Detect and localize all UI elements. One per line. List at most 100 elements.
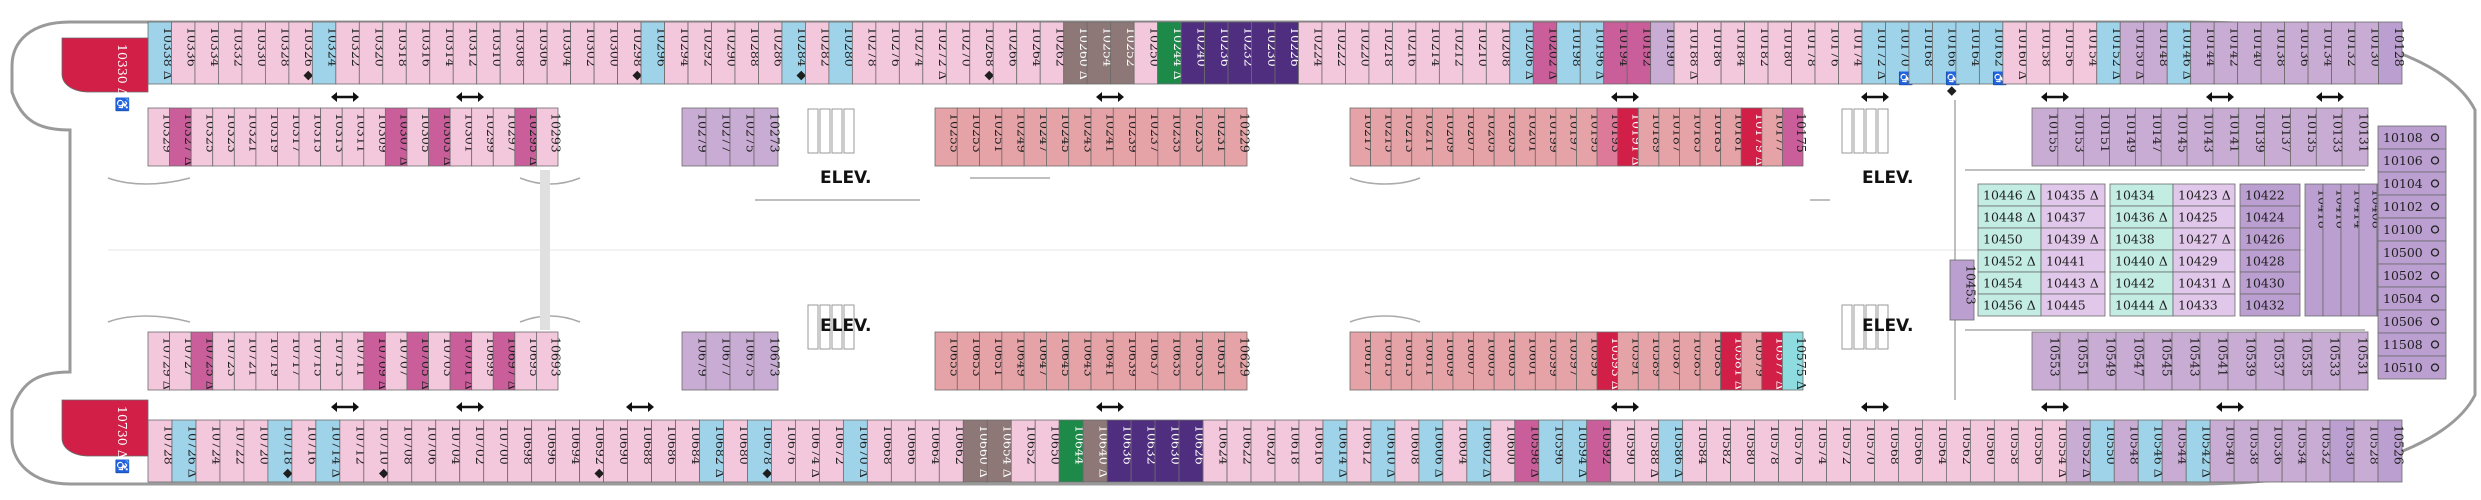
cabin-10149[interactable]: 10149 bbox=[2109, 107, 2139, 167]
cabin-10500[interactable]: 10500 bbox=[2377, 240, 2447, 265]
cabin-10427-number: 10427 Δ bbox=[2178, 232, 2231, 247]
cabin-10330-number: 10330 Δ♿ bbox=[115, 44, 130, 112]
cabin-10155[interactable]: 10155 bbox=[2031, 107, 2061, 167]
cabin-10547[interactable]: 10547 bbox=[2115, 331, 2147, 391]
cabin-10693[interactable]: 10693 bbox=[536, 331, 564, 391]
cabin-10446[interactable]: 10446 Δ bbox=[1977, 183, 2042, 207]
cabin-10429[interactable]: 10429 bbox=[2172, 249, 2236, 273]
cabin-10102[interactable]: 10102 bbox=[2377, 194, 2447, 219]
cabin-10147[interactable]: 10147 bbox=[2134, 107, 2165, 167]
cabin-10131[interactable]: 10131 bbox=[2341, 107, 2372, 167]
cabin-10432[interactable]: 10432 bbox=[2239, 293, 2301, 317]
cabin-10306[interactable]: 10306 bbox=[523, 21, 552, 85]
cabin-10108[interactable]: 10108 bbox=[2377, 125, 2447, 150]
cabin-10427[interactable]: 10427 Δ bbox=[2172, 227, 2236, 251]
cabin-10445-box bbox=[2040, 293, 2106, 317]
cabin-10531[interactable]: 10531 bbox=[2339, 331, 2371, 391]
cabin-10133[interactable]: 10133 bbox=[2315, 107, 2346, 167]
cabin-10434[interactable]: 10434 bbox=[2109, 183, 2174, 207]
cabin-10279[interactable]: 10279 bbox=[681, 107, 711, 167]
cabin-10329[interactable]: 10329 bbox=[147, 107, 175, 167]
cabin-10325[interactable]: 10325 bbox=[190, 107, 218, 167]
cabin-10543[interactable]: 10543 bbox=[2171, 331, 2203, 391]
cabin-10551[interactable]: 10551 bbox=[2059, 331, 2091, 391]
cabin-10535[interactable]: 10535 bbox=[2283, 331, 2315, 391]
cabin-11508[interactable]: 11508 bbox=[2377, 332, 2447, 357]
cabin-10448[interactable]: 10448 Δ bbox=[1977, 205, 2042, 229]
cabin-10435[interactable]: 10435 Δ bbox=[2040, 183, 2106, 207]
cabin-10145[interactable]: 10145 bbox=[2160, 107, 2191, 167]
elevator-bank-3 bbox=[1841, 304, 1889, 350]
cabin-10730[interactable]: 10730 Δ♿ bbox=[61, 399, 149, 474]
cabin-10430-number: 10430 bbox=[2245, 276, 2285, 291]
cabin-10104[interactable]: 10104 bbox=[2377, 171, 2447, 196]
cabin-10575[interactable]: 10575 Δ bbox=[1782, 331, 1809, 391]
cabin-10106[interactable]: 10106 bbox=[2377, 148, 2447, 173]
cabin-10620[interactable]: 10620 bbox=[1250, 419, 1280, 483]
cabin-10533[interactable]: 10533 bbox=[2311, 331, 2343, 391]
cabin-10100[interactable]: 10100 bbox=[2377, 217, 2447, 242]
cabin-10273[interactable]: 10273 bbox=[753, 107, 783, 167]
cabin-10433[interactable]: 10433 bbox=[2172, 293, 2236, 317]
cabin-10510-box bbox=[2377, 355, 2447, 380]
cabin-10428[interactable]: 10428 bbox=[2239, 249, 2301, 273]
cabin-10545[interactable]: 10545 bbox=[2143, 331, 2175, 391]
cabin-10675[interactable]: 10675 bbox=[729, 331, 759, 391]
cabin-10502[interactable]: 10502 bbox=[2377, 263, 2447, 288]
cabin-10445[interactable]: 10445 bbox=[2040, 293, 2106, 317]
cabin-10526[interactable]: 10526 bbox=[2377, 419, 2407, 483]
cabin-10545-number: 10545 bbox=[2160, 337, 2175, 377]
cabin-10425[interactable]: 10425 bbox=[2172, 205, 2236, 229]
cabin-10510[interactable]: 10510 bbox=[2377, 355, 2447, 380]
cabin-10553[interactable]: 10553 bbox=[2031, 331, 2063, 391]
cabin-10438[interactable]: 10438 bbox=[2109, 227, 2174, 251]
cabin-10441[interactable]: 10441 bbox=[2040, 249, 2106, 273]
cabin-10336[interactable]: 10336 bbox=[171, 21, 200, 85]
porthole-icon bbox=[2430, 271, 2440, 280]
cabin-10629[interactable]: 10629 bbox=[1224, 331, 1253, 391]
cabin-10444[interactable]: 10444 Δ bbox=[2109, 293, 2174, 317]
cabin-10439-number: 10439 Δ bbox=[2046, 232, 2099, 247]
cabin-10541[interactable]: 10541 bbox=[2199, 331, 2231, 391]
cabin-10139[interactable]: 10139 bbox=[2238, 107, 2268, 167]
cabin-10539[interactable]: 10539 bbox=[2227, 331, 2259, 391]
cabin-10424[interactable]: 10424 bbox=[2239, 205, 2301, 229]
cabin-10229[interactable]: 10229 bbox=[1224, 107, 1253, 167]
cabin-10431[interactable]: 10431 Δ bbox=[2172, 271, 2236, 295]
cabin-10506[interactable]: 10506 bbox=[2377, 309, 2447, 334]
cabin-10442[interactable]: 10442 bbox=[2109, 271, 2174, 295]
cabin-10549[interactable]: 10549 bbox=[2087, 331, 2119, 391]
cabin-10423[interactable]: 10423 Δ bbox=[2172, 183, 2236, 207]
cabin-10128[interactable]: 10128 bbox=[2378, 21, 2407, 85]
cabin-10453[interactable]: 10453 bbox=[1949, 259, 1979, 321]
cabin-10141[interactable]: 10141 bbox=[2212, 107, 2242, 167]
cabin-10439[interactable]: 10439 Δ bbox=[2040, 227, 2106, 251]
cabin-10673-number: 10673 bbox=[768, 337, 783, 377]
cabin-10673[interactable]: 10673 bbox=[753, 331, 783, 391]
cabin-10175[interactable]: 10175 bbox=[1782, 107, 1809, 167]
cabin-10153[interactable]: 10153 bbox=[2057, 107, 2087, 167]
cabin-10293[interactable]: 10293 bbox=[536, 107, 564, 167]
cabin-10443[interactable]: 10443 Δ bbox=[2040, 271, 2106, 295]
cabin-10440[interactable]: 10440 Δ bbox=[2109, 249, 2174, 273]
cabin-10151[interactable]: 10151 bbox=[2083, 107, 2113, 167]
cabin-10456[interactable]: 10456 Δ bbox=[1977, 293, 2042, 317]
cabin-10137[interactable]: 10137 bbox=[2264, 107, 2294, 167]
cabin-10143[interactable]: 10143 bbox=[2186, 107, 2217, 167]
cabin-10564[interactable]: 10564 bbox=[1922, 419, 1951, 483]
cabin-10330[interactable]: 10330 Δ♿ bbox=[61, 37, 149, 112]
cabin-10537[interactable]: 10537 bbox=[2255, 331, 2287, 391]
cabin-10454[interactable]: 10454 bbox=[1977, 271, 2042, 295]
cabin-10504[interactable]: 10504 bbox=[2377, 286, 2447, 311]
cabin-10438-number: 10438 bbox=[2115, 232, 2155, 247]
cabin-10422[interactable]: 10422 bbox=[2239, 183, 2301, 207]
cabin-10452[interactable]: 10452 Δ bbox=[1977, 249, 2042, 273]
cabin-10430[interactable]: 10430 bbox=[2239, 271, 2301, 295]
cabin-10436[interactable]: 10436 Δ bbox=[2109, 205, 2174, 229]
cabin-10135[interactable]: 10135 bbox=[2290, 107, 2320, 167]
cabin-10450[interactable]: 10450 bbox=[1977, 227, 2042, 251]
cabin-10437[interactable]: 10437 bbox=[2040, 205, 2106, 229]
cabin-10680[interactable]: 10680 bbox=[723, 419, 752, 483]
cabin-10426[interactable]: 10426 bbox=[2239, 227, 2301, 251]
cabin-10442-number: 10442 bbox=[2115, 276, 2155, 291]
